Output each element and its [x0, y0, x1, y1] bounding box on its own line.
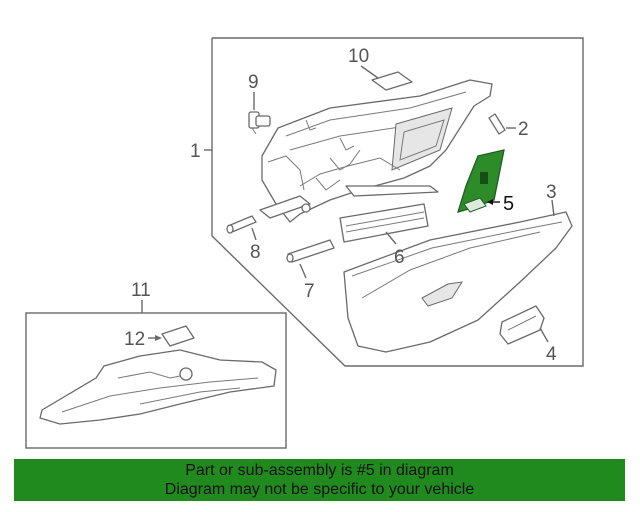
part-12-pad — [148, 325, 195, 347]
callout-8: 8 — [250, 242, 261, 263]
callout-2: 2 — [518, 119, 529, 140]
callout-10: 10 — [348, 46, 369, 67]
part-6-strip — [339, 203, 429, 245]
callout-3: 3 — [546, 182, 557, 203]
callout-5: 5 — [503, 193, 514, 215]
part-9-clip — [248, 92, 271, 135]
callout-1: 1 — [190, 141, 201, 162]
part-7-rod — [286, 239, 335, 279]
part-3-door — [343, 199, 573, 353]
banner-line-1: Part or sub-assembly is #5 in diagram — [185, 462, 454, 479]
part-11-panel — [39, 300, 277, 425]
callout-12: 12 — [124, 329, 145, 350]
part-4-handle — [499, 305, 549, 345]
part-2-bolt — [488, 113, 516, 135]
callout-7: 7 — [304, 281, 315, 302]
callout-9: 9 — [248, 72, 259, 93]
assembly-1-frame — [211, 37, 584, 367]
parts-diagram: 1 2 3 4 5 6 7 8 9 10 11 12 — [25, 37, 584, 449]
part-5-highlighted — [457, 149, 505, 213]
part-1-housing — [259, 79, 493, 223]
banner-line-2: Diagram may not be specific to your vehi… — [164, 481, 475, 498]
callout-11: 11 — [131, 280, 151, 301]
assembly-11-frame — [25, 312, 287, 449]
part-10-pad — [360, 65, 413, 91]
part-8-tube — [226, 215, 257, 241]
info-banner: Part or sub-assembly is #5 in diagram Di… — [14, 459, 625, 501]
callout-6: 6 — [394, 247, 405, 268]
callout-4: 4 — [546, 344, 557, 365]
